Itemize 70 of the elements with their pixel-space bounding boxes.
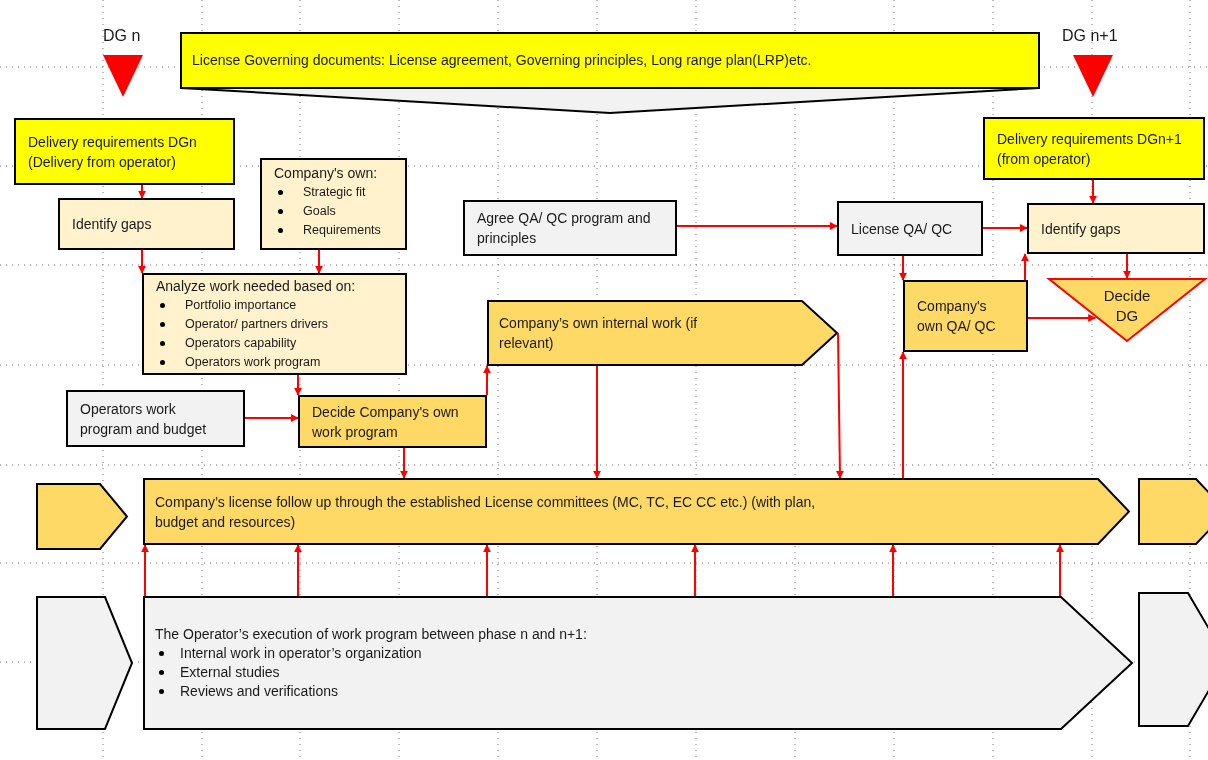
- requirements-box: [14, 118, 235, 185]
- arrow: [483, 365, 491, 396]
- arrow: [294, 544, 302, 597]
- bullet-text: Operators work program: [185, 354, 321, 371]
- pentagon-box: [1138, 592, 1208, 727]
- box-label: Company’s own internal work (if relevant): [499, 314, 699, 353]
- bullet-text: Internal work in operator’s organization: [180, 644, 422, 663]
- box-label: Decide DG: [1102, 286, 1152, 326]
- pentagon-box: [36, 596, 133, 730]
- process-box: [66, 390, 245, 447]
- arrow: [483, 544, 491, 597]
- arrow: [400, 447, 408, 479]
- banner-text: License Governing documents: License agreement, Governing principles, Long range plan(LRP)etc.: [192, 50, 812, 70]
- requirements-box: [983, 117, 1205, 180]
- arrow: [294, 374, 302, 396]
- box-label: Delivery requirements DGn+1 (from operator): [997, 129, 1182, 169]
- arrow: [1027, 314, 1097, 322]
- arrow: [138, 184, 146, 199]
- arrow: [835, 332, 844, 479]
- arrow: [593, 365, 601, 479]
- pentagon-box: [36, 483, 128, 550]
- process-box: [1027, 203, 1205, 254]
- box-label: Company’s license follow up through the established License committees (MC, TC, EC CC etc.) (with plan, budget and resources): [155, 492, 817, 532]
- arrow: [899, 351, 907, 479]
- process-box: [298, 395, 487, 448]
- arrow: [899, 255, 907, 281]
- arrow: [138, 249, 146, 274]
- process-box: [903, 280, 1028, 352]
- box-label: Company's own QA/ QC: [917, 297, 997, 336]
- box-heading: Analyze work needed based on:: [156, 277, 356, 296]
- bullet-text: Operators capability: [185, 335, 297, 352]
- arrow: [244, 414, 299, 422]
- process-box: [463, 200, 677, 256]
- arrow: [1123, 253, 1131, 279]
- bullet-text: Portfolio importance: [185, 297, 297, 314]
- milestone-label: DG n: [103, 26, 141, 46]
- bullet-text: Requirements: [303, 222, 381, 239]
- arrow: [889, 544, 897, 597]
- process-box: [837, 201, 983, 256]
- bullet-text: Goals: [303, 203, 336, 220]
- process-box: [58, 198, 235, 250]
- arrow: [676, 222, 838, 230]
- arrow: [691, 544, 699, 597]
- arrow: [141, 544, 149, 597]
- box-label: Agree QA/ QC program and principles: [477, 209, 652, 248]
- arrow: [1056, 544, 1064, 597]
- pentagon-box: [1138, 478, 1208, 545]
- body-text: The Operator’s execution of work program between phase n and n+1:: [155, 625, 587, 644]
- box-label: Identify gaps: [72, 215, 152, 234]
- box-label: Operators work program and budget: [80, 399, 208, 439]
- process-box: [142, 273, 407, 375]
- process-box: [260, 158, 407, 250]
- arrow: [1021, 253, 1029, 281]
- banner-arrow: [180, 32, 1040, 114]
- arrow: [982, 224, 1028, 232]
- bullet-text: Operator/ partners drivers: [185, 316, 329, 333]
- arrow: [315, 249, 323, 274]
- box-label: Decide Company's own work program: [312, 402, 460, 442]
- box-heading: Company's own:: [274, 164, 379, 183]
- decision-triangle: [1048, 278, 1206, 342]
- box-label: License QA/ QC: [851, 219, 953, 239]
- bullet-text: Reviews and verifications: [180, 682, 338, 701]
- box-label: Delivery requirements DGn (Delivery from operator): [28, 132, 198, 172]
- bullet-text: Strategic fit: [303, 184, 366, 201]
- arrow: [1089, 179, 1097, 204]
- milestone-label: DG n+1: [1062, 26, 1118, 46]
- box-label: Identify gaps: [1041, 219, 1121, 239]
- pentagon-box: [143, 596, 1133, 730]
- pentagon-box: [487, 300, 838, 366]
- bullet-text: External studies: [180, 663, 280, 682]
